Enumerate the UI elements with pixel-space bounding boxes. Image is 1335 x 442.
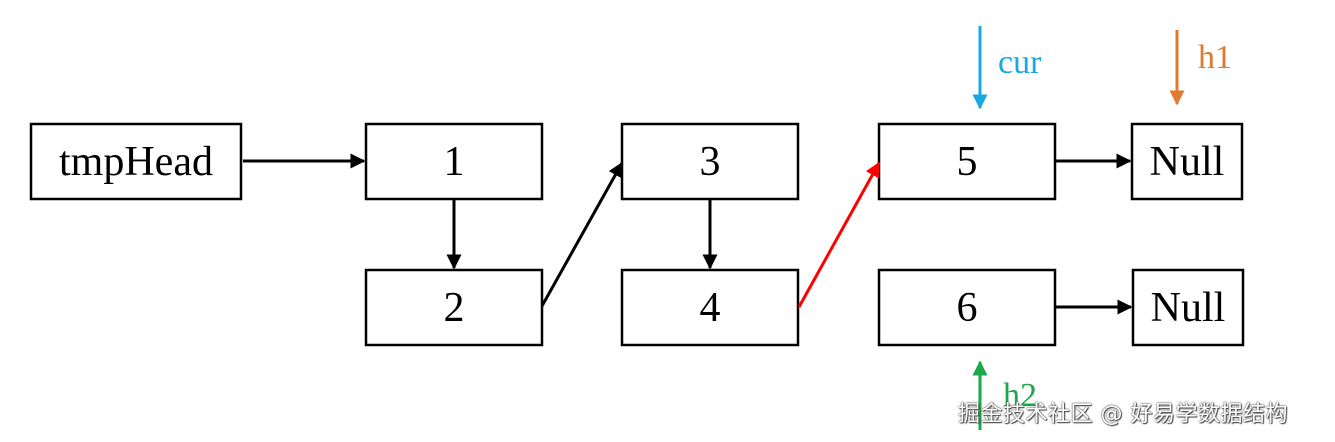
node-2: 2 xyxy=(364,268,544,347)
node-null-bottom: Null xyxy=(1131,268,1245,347)
node-tmphead-label: tmpHead xyxy=(59,139,213,185)
node-1-label: 1 xyxy=(444,139,465,185)
node-4: 4 xyxy=(620,268,800,347)
node-null-bottom-label: Null xyxy=(1151,285,1226,331)
node-4-label: 4 xyxy=(700,285,721,331)
node-6-label: 6 xyxy=(957,285,978,331)
node-2-label: 2 xyxy=(444,285,465,331)
node-tmphead: tmpHead xyxy=(29,122,243,201)
node-5-label: 5 xyxy=(957,139,978,185)
node-null-top: Null xyxy=(1130,122,1244,201)
h2-pointer-label: h2 xyxy=(1003,377,1037,414)
node-3: 3 xyxy=(620,122,800,201)
arrow-2-to-3 xyxy=(540,161,624,307)
node-null-top-label: Null xyxy=(1150,139,1225,185)
h1-pointer-label: h1 xyxy=(1198,39,1232,76)
node-6: 6 xyxy=(877,268,1057,347)
watermark: 掘金技术社区 @ 好易学数据结构 xyxy=(958,402,1288,427)
arrow-4-to-5 xyxy=(797,161,881,308)
cur-pointer-label: cur xyxy=(998,44,1042,81)
node-1: 1 xyxy=(364,122,544,201)
node-3-label: 3 xyxy=(700,139,721,185)
node-5: 5 xyxy=(877,122,1057,201)
